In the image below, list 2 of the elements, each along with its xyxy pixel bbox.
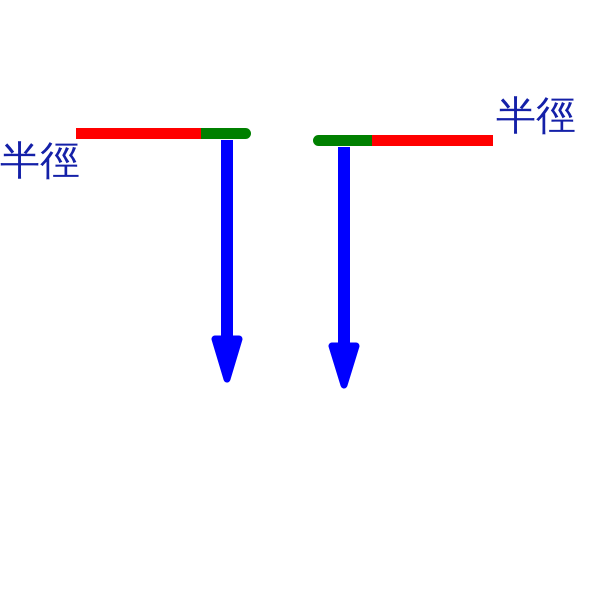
radius-label: 半徑 [0,141,80,181]
radius-label: 半徑 [496,96,576,136]
